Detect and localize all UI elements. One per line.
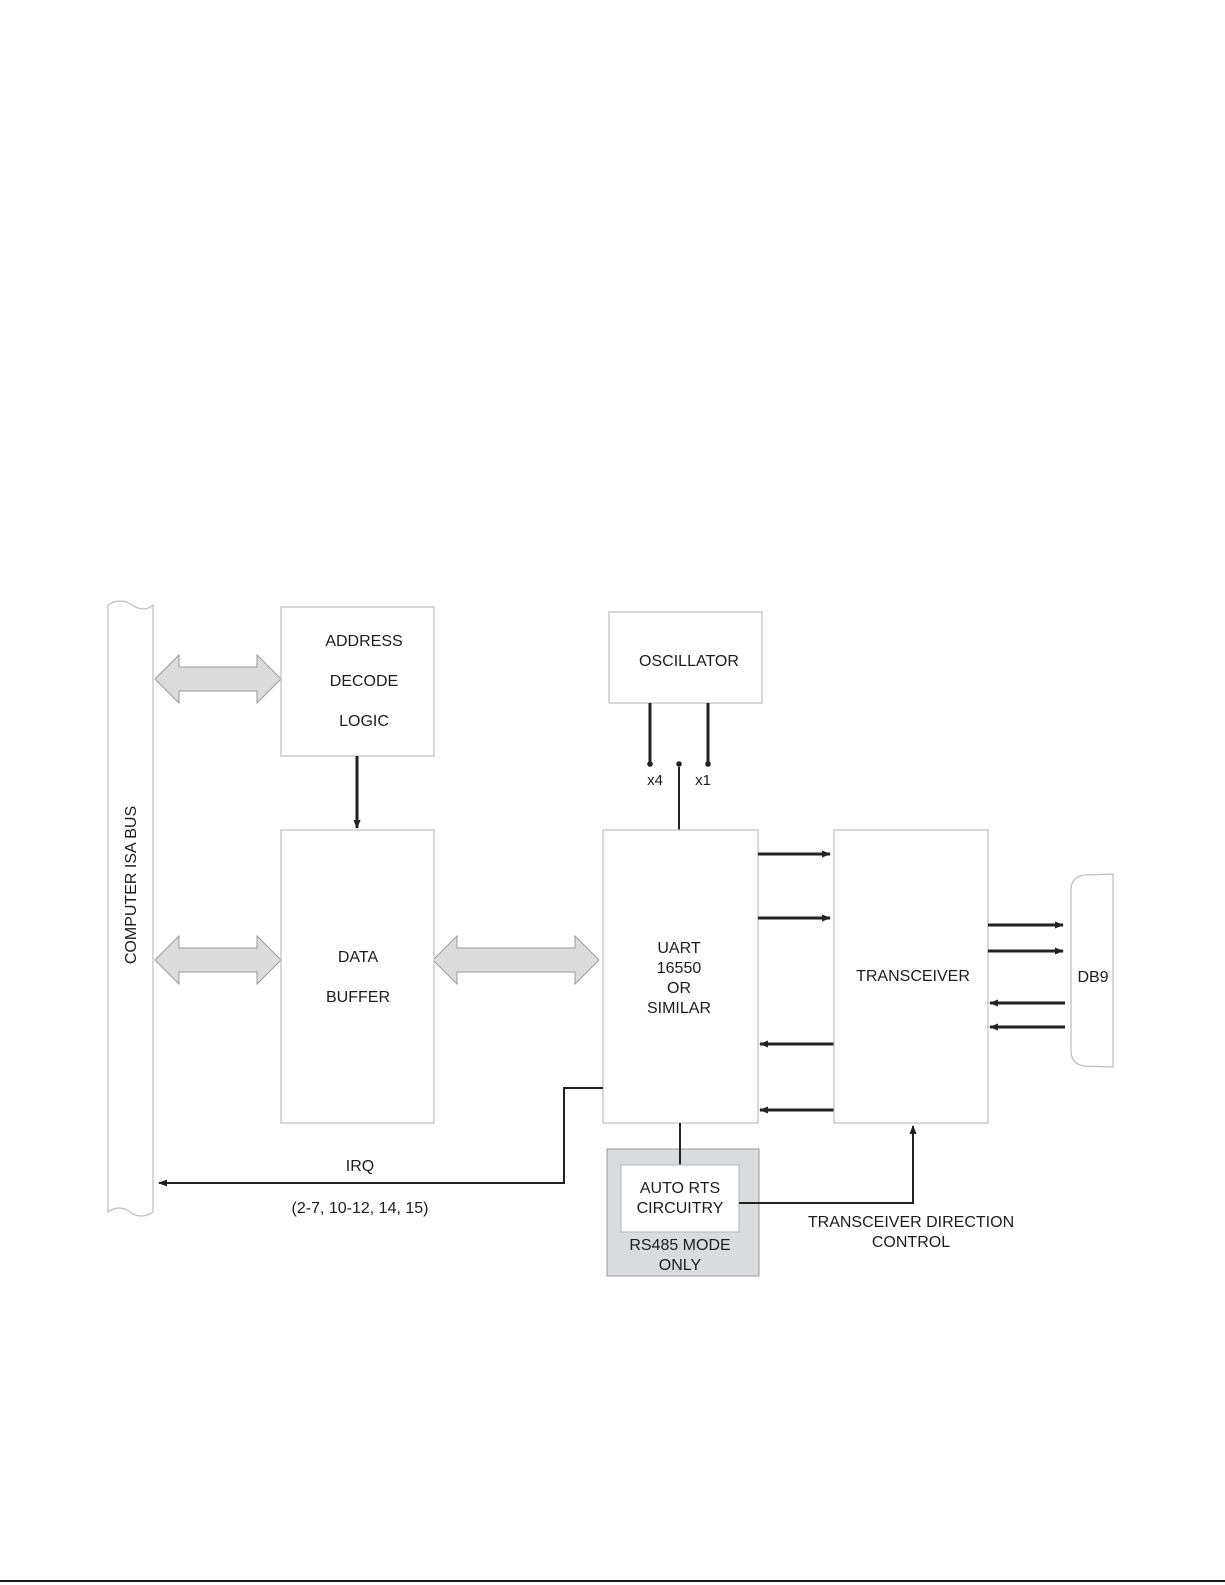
transceiver-db9-lines [988,925,1065,1027]
direction-control-line2: CONTROL [872,1234,950,1251]
oscillator-label: OSCILLATOR [639,653,739,670]
rs485-line2: ONLY [659,1257,702,1274]
isa-bus: COMPUTER ISA BUS [108,601,153,1216]
oscillator-taps: x4 x1 [647,703,711,830]
rs485-line1: RS485 MODE [629,1237,730,1254]
address-decode-line3: LOGIC [339,713,389,730]
rs485-mode-panel: AUTO RTS CIRCUITRY RS485 MODE ONLY [607,1123,759,1276]
uart-line3: OR [667,980,691,997]
isa-bus-label: COMPUTER ISA BUS [123,806,140,964]
tap-x1-label: x1 [695,772,711,789]
uart-line4: SIMILAR [647,1000,711,1017]
transceiver-label: TRANSCEIVER [856,968,970,985]
buffer-uart-arrow [433,936,599,984]
direction-control-line1: TRANSCEIVER DIRECTION [808,1214,1014,1231]
uart: UART 16550 OR SIMILAR [603,830,758,1123]
oscillator: OSCILLATOR [609,612,762,703]
address-decode-logic: ADDRESS DECODE LOGIC [281,607,434,756]
page-bottom-rule [0,1580,1225,1582]
db9-connector: DB9 [1071,874,1113,1067]
direction-control: TRANSCEIVER DIRECTION CONTROL [739,1126,1014,1251]
bus-address-arrow [155,655,281,703]
data-buffer: DATA BUFFER [281,830,434,1123]
auto-rts-line1: AUTO RTS [640,1180,720,1197]
address-decode-line2: DECODE [330,673,398,690]
tap-x4-label: x4 [647,772,663,789]
irq-label: IRQ [346,1158,374,1175]
uart-line1: UART [657,940,700,957]
data-buffer-line2: BUFFER [326,989,390,1006]
irq-channels-label: (2-7, 10-12, 14, 15) [292,1200,429,1217]
db9-label: DB9 [1077,969,1108,986]
bus-data-arrow [155,936,281,984]
auto-rts-line2: CIRCUITRY [637,1200,724,1217]
transceiver: TRANSCEIVER [834,830,988,1123]
address-decode-line1: ADDRESS [325,633,402,650]
uart-transceiver-lines [758,854,834,1110]
uart-line2: 16550 [657,960,702,977]
data-buffer-line1: DATA [338,949,379,966]
